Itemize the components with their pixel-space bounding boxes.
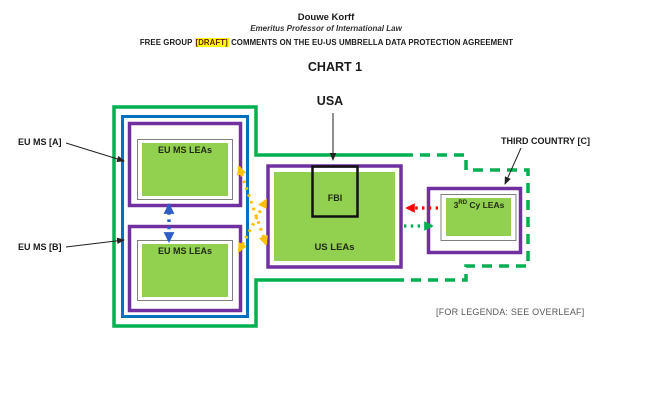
eu-ms-a-box (127, 121, 243, 208)
fbi-box (311, 165, 359, 218)
author-role: Emeritus Professor of International Law (250, 24, 402, 33)
legend-note: [FOR LEGENDA: SEE OVERLEAF] (436, 307, 585, 317)
eu-ms-a-callout-arrow (65, 142, 125, 162)
eu-boundary-dashed (403, 153, 530, 282)
third-country-callout-arrow (504, 147, 522, 185)
eu-b-us-exchange-arrow (237, 198, 268, 253)
third-cy-leas-label: 3RD Cy LEAs (441, 200, 517, 210)
usa-label: USA (316, 94, 344, 108)
third-country-label: THIRD COUNTRY [C] (501, 136, 590, 146)
us-leas-label: US LEAs (314, 242, 355, 253)
eu-boundary-solid (112, 105, 403, 328)
banner-prefix: FREE GROUP (139, 38, 195, 47)
fbi-label: FBI (327, 193, 343, 203)
draft-highlight: [DRAFT] (194, 38, 229, 47)
banner-suffix: COMMENTS ON THE EU-US UMBRELLA DATA PROT… (228, 38, 514, 47)
third-cy-superscript: RD (458, 200, 468, 207)
eu-ms-leas-a-box (142, 143, 228, 196)
chart-title: CHART 1 (307, 60, 363, 74)
third-cy-prefix: 3 (453, 200, 459, 210)
eu-ms-b-box (127, 224, 243, 313)
eu-ms-leas-b-label: EU MS LEAs (157, 246, 212, 256)
document-banner: FREE GROUP [DRAFT] COMMENTS ON THE EU-US… (0, 38, 653, 47)
author-name: Douwe Korff (297, 12, 355, 23)
eu-ms-b-label: EU MS [B] (18, 242, 62, 252)
third-cy-rest: Cy LEAs (467, 200, 505, 210)
eu-ms-leas-b-box (142, 244, 228, 297)
eu-ms-leas-a-label: EU MS LEAs (157, 145, 212, 155)
third-cy-leas-box (446, 198, 511, 236)
third-country-box (426, 186, 523, 255)
eu-ms-a-label: EU MS [A] (18, 137, 62, 147)
eu-ms-b-callout-arrow (65, 237, 125, 248)
